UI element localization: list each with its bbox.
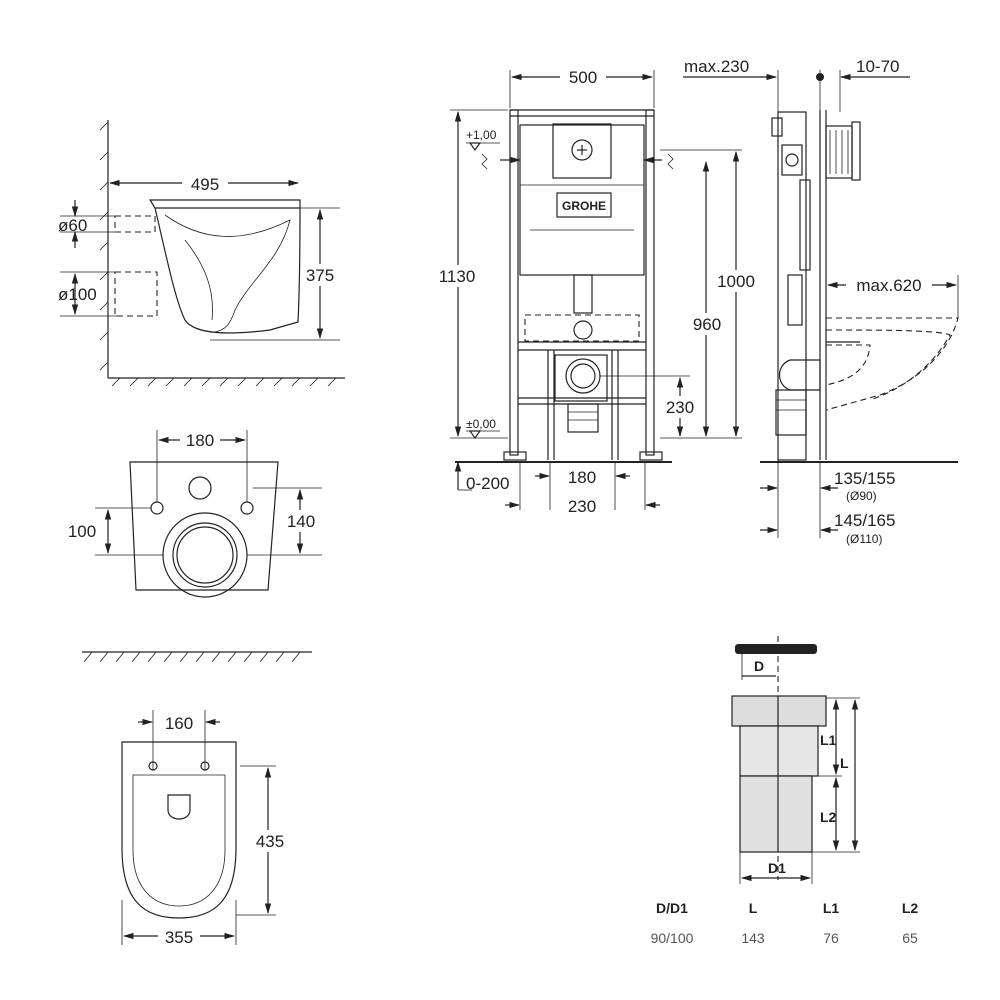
- table-value-l: 143: [741, 930, 765, 946]
- connector-socket: [731, 695, 827, 727]
- label-l: L: [840, 755, 849, 771]
- side-drain-elbow: [778, 359, 821, 391]
- table-value-d-d1: 90/100: [651, 930, 694, 946]
- drain-box: [554, 354, 608, 402]
- flush-hole: [167, 794, 191, 820]
- top-holes-dim-label: 160: [165, 714, 193, 733]
- toilet-side-view: 495 375 ø60 ø100: [58, 120, 345, 387]
- label-d1: D1: [768, 860, 786, 876]
- connector-pipe-drawing: D D1 L L1 L2: [731, 636, 860, 884]
- left-bolt-hole: [150, 501, 164, 515]
- table-header-d-d1: D/D1: [656, 900, 688, 916]
- table-header-l1: L1: [823, 900, 840, 916]
- side-toilet-inner-dashed: [825, 329, 951, 401]
- back-left-dim-label: 100: [68, 522, 96, 541]
- dim-145-165-label: 145/165: [834, 511, 895, 530]
- dim-bottom-230-label: 230: [568, 497, 596, 516]
- bowl-trap: [184, 239, 213, 321]
- drain-ring-inner: [570, 363, 596, 389]
- outlet-ring-inner: [176, 526, 234, 584]
- drain-pipe: [114, 271, 158, 317]
- seat-rim: [148, 199, 301, 209]
- right-supply-break: [667, 153, 674, 170]
- label-l2: L2: [820, 809, 837, 825]
- drain-elbow: [567, 403, 599, 433]
- table-header-l2: L2: [902, 900, 919, 916]
- side-bracket: [771, 117, 783, 137]
- wall-hatch: [99, 121, 109, 371]
- back-outline: [129, 461, 279, 591]
- left-supply-break: [481, 153, 488, 170]
- dim-d90-label: (Ø90): [846, 489, 877, 503]
- top-hole: [188, 476, 212, 500]
- side-height-label: 375: [306, 266, 334, 285]
- inlet-diameter-label: ø60: [58, 216, 87, 235]
- connector-lower-section: [739, 775, 813, 853]
- toilet-top-view: 160 435 355: [121, 710, 290, 948]
- dim-230-label: 230: [666, 398, 694, 417]
- back-top-dim-label: 180: [186, 431, 214, 450]
- level-zero-marker: [468, 430, 482, 440]
- bowl-outline: [154, 207, 301, 334]
- brand-plate: [556, 192, 612, 218]
- floor-section: [82, 651, 312, 663]
- dim-10-70-label: 10-70: [856, 57, 899, 76]
- connector-upper-section: [739, 725, 819, 777]
- side-width-label: 495: [191, 175, 219, 194]
- outlet-ring-mid: [172, 522, 238, 588]
- brand-label: GROHE: [562, 199, 606, 213]
- top-width-dim-label: 355: [165, 928, 193, 947]
- frame-right-post: [645, 109, 655, 456]
- frame-left-foot: [503, 451, 527, 461]
- top-depth-dim-label: 435: [256, 832, 284, 851]
- level-top-marker: [468, 142, 482, 152]
- frame-right-foot: [639, 451, 663, 461]
- level-zero-label: ±0,00: [466, 417, 496, 431]
- floor-hatch: [111, 377, 337, 387]
- side-toilet-dashed: [825, 317, 959, 411]
- dim-bottom-180-label: 180: [568, 468, 596, 487]
- back-right-dim-label: 140: [287, 512, 315, 531]
- flush-plate-mount: [552, 123, 612, 179]
- flush-pipe: [573, 274, 593, 314]
- toilet-outline-dashed: [524, 314, 640, 342]
- connector-spec-table: D/D1 L L1 L2 90/100 143 76 65: [651, 900, 919, 946]
- frame-width-label: 500: [569, 68, 597, 87]
- top-outline: [121, 741, 237, 919]
- dim-135-155-label: 135/155: [834, 469, 895, 488]
- connector-gasket: [735, 644, 817, 654]
- frame-front-view: GROHE 500: [432, 66, 760, 516]
- drain-diameter-label: ø100: [58, 285, 97, 304]
- side-valve-box: [781, 144, 803, 176]
- table-value-l2: 65: [902, 930, 918, 946]
- dim-max230-label: max.230: [684, 57, 749, 76]
- frame-side-view: max.230 10-70 max.620 135/155 (Ø90) 145/…: [683, 57, 959, 546]
- level-top-label: +1,00: [466, 128, 497, 142]
- frame-left-post: [509, 109, 519, 456]
- inlet-pipe: [114, 215, 156, 233]
- dim-1000-label: 1000: [717, 272, 755, 291]
- side-frame-post: [777, 111, 807, 461]
- dim-0-200-label: 0-200: [466, 474, 509, 493]
- bowl-inner: [164, 214, 291, 333]
- table-header-l: L: [749, 900, 758, 916]
- table-value-l1: 76: [823, 930, 839, 946]
- label-l1: L1: [820, 732, 837, 748]
- dim-960-label: 960: [693, 315, 721, 334]
- side-drain-pipe: [775, 389, 807, 436]
- right-bolt-hole: [240, 501, 254, 515]
- flush-outlet: [573, 320, 593, 340]
- dim-d110-label: (Ø110): [846, 532, 882, 546]
- frame-height-label: 1130: [439, 267, 476, 286]
- flush-valve: [571, 139, 593, 161]
- top-inner-outline: [132, 774, 226, 907]
- label-d: D: [754, 658, 764, 674]
- dim-max620-label: max.620: [856, 276, 921, 295]
- toilet-back-view: 180 100 140: [62, 429, 322, 598]
- outlet-ring-outer: [162, 512, 248, 598]
